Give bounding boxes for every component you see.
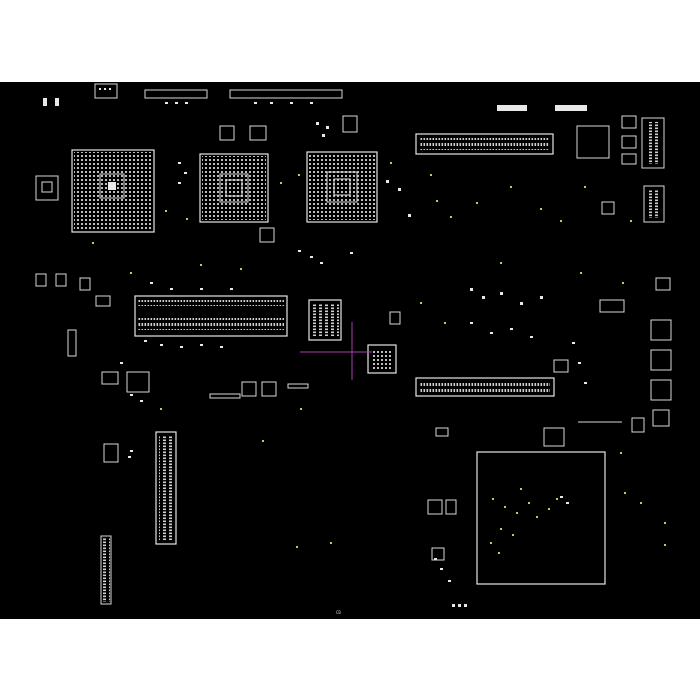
large-chip-bottom-right [476,451,606,585]
right-block-vertical-2 [643,185,665,223]
top-connector-mid [144,89,208,99]
bga-chip-left [71,149,155,233]
right-block-square [576,125,610,159]
pcb-layout-svg: CB [35,83,672,615]
left-side-parts [35,98,119,463]
test-points [92,162,666,554]
right-small-parts [497,105,637,215]
bga-chip-center [199,153,269,223]
pink-traces [300,322,372,380]
connector-top-right-long [415,133,554,155]
board-label: CB [336,610,341,615]
top-connector-left [94,83,118,99]
right-block-vertical-1 [641,117,665,169]
right-mid-parts [578,277,672,433]
vertical-connector-bottom-left [155,431,177,545]
pcb-boardview-canvas: CB [0,82,700,619]
chip-mid-qfn [367,344,397,374]
bga-chip-right [306,151,378,223]
chip-mid-center [308,299,342,341]
connector-mid-right [415,377,555,397]
center-small-parts [126,115,569,561]
top-connector-right [229,89,343,99]
vertical-header-bottom-left [100,535,112,605]
connector-mid-left [134,295,288,337]
smd-component-clusters [120,102,587,607]
